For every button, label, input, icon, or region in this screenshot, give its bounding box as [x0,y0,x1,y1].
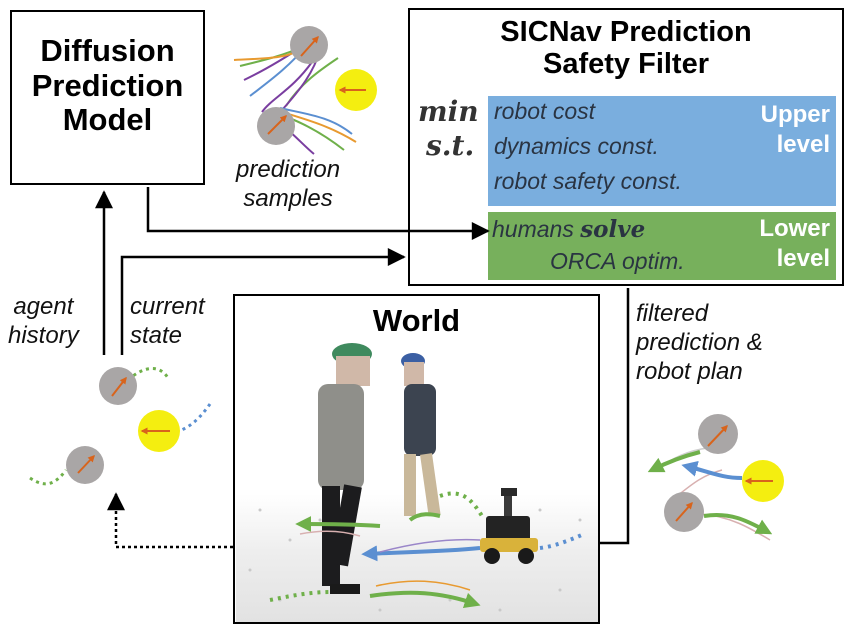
upper-tag-line-1: Upper [760,101,830,128]
lower-keyword: solve [580,216,646,243]
upper-line-3: robot safety const. [494,168,682,194]
lower-line-2: ORCA optim. [550,248,685,274]
world-floor [236,494,598,622]
world-scene [236,343,598,622]
lower-level-tag: Lower level [759,214,830,274]
current-state-label: current state [130,293,205,351]
robot-icon [480,488,538,564]
safety-filter-box: SICNav Prediction Safety Filter min s.t.… [408,8,844,286]
min-label: min [418,95,479,128]
diffusion-model-box: Diffusion Prediction Model [10,10,205,185]
filtered-prediction-illustration [647,414,784,541]
upper-line-1: robot cost [494,98,595,124]
flow-arrows [95,187,630,552]
lower-prefix: humans [492,216,574,242]
upper-tag-line-2: level [776,131,830,158]
prediction-samples-line-1: prediction [236,156,341,183]
world-title: World [372,303,461,338]
current-state-line-1: current [130,293,205,320]
safety-filter-title: SICNav Prediction Safety Filter [410,16,842,81]
current-state-line-2: state [130,321,183,349]
diffusion-title-line-2: Prediction [31,67,184,103]
diffusion-to-filter-arrow [146,187,490,240]
current-state-arrow [120,248,406,355]
diffusion-title-line-1: Diffusion [40,33,175,68]
current-state-illustration [29,367,212,486]
upper-line-2: dynamics const. [494,133,659,159]
filter-title-line-2: Safety Filter [543,48,709,81]
filtered-plan-line-3: robot plan [636,357,743,385]
agent-history-line-1: agent [13,293,74,320]
person-right [401,353,441,517]
st-label: s.t. [426,129,475,162]
upper-level-band: robot cost dynamics const. robot safety … [488,96,836,206]
agent-history-label: agent history [8,293,79,351]
prediction-samples-line-2: samples [243,184,333,212]
filter-title-line-1: SICNav Prediction [500,16,752,48]
agent-history-line-2: history [8,321,79,349]
sample-agents [257,26,377,145]
lower-level-band: humans solve ORCA optim. Lower level [488,212,836,280]
lower-tag-line-2: level [776,245,830,272]
diffusion-model-title: Diffusion Prediction Model [12,33,203,138]
prediction-samples-label: prediction samples [236,156,340,214]
human-agent-icon [99,367,137,405]
human-agent-icon [290,26,328,64]
human-agent-icon [698,414,738,454]
diffusion-title-line-3: Model [62,102,153,138]
filtered-plan-line-1: filtered [636,300,709,327]
filtered-plan-label: filtered prediction & robot plan [636,300,763,386]
filtered-plan-line-2: prediction & [636,328,763,356]
lower-line-1: humans solve [492,216,645,244]
world-feedback-arrow [107,492,233,549]
upper-level-tag: Upper level [761,100,830,160]
lower-tag-line-1: Lower [759,215,830,242]
